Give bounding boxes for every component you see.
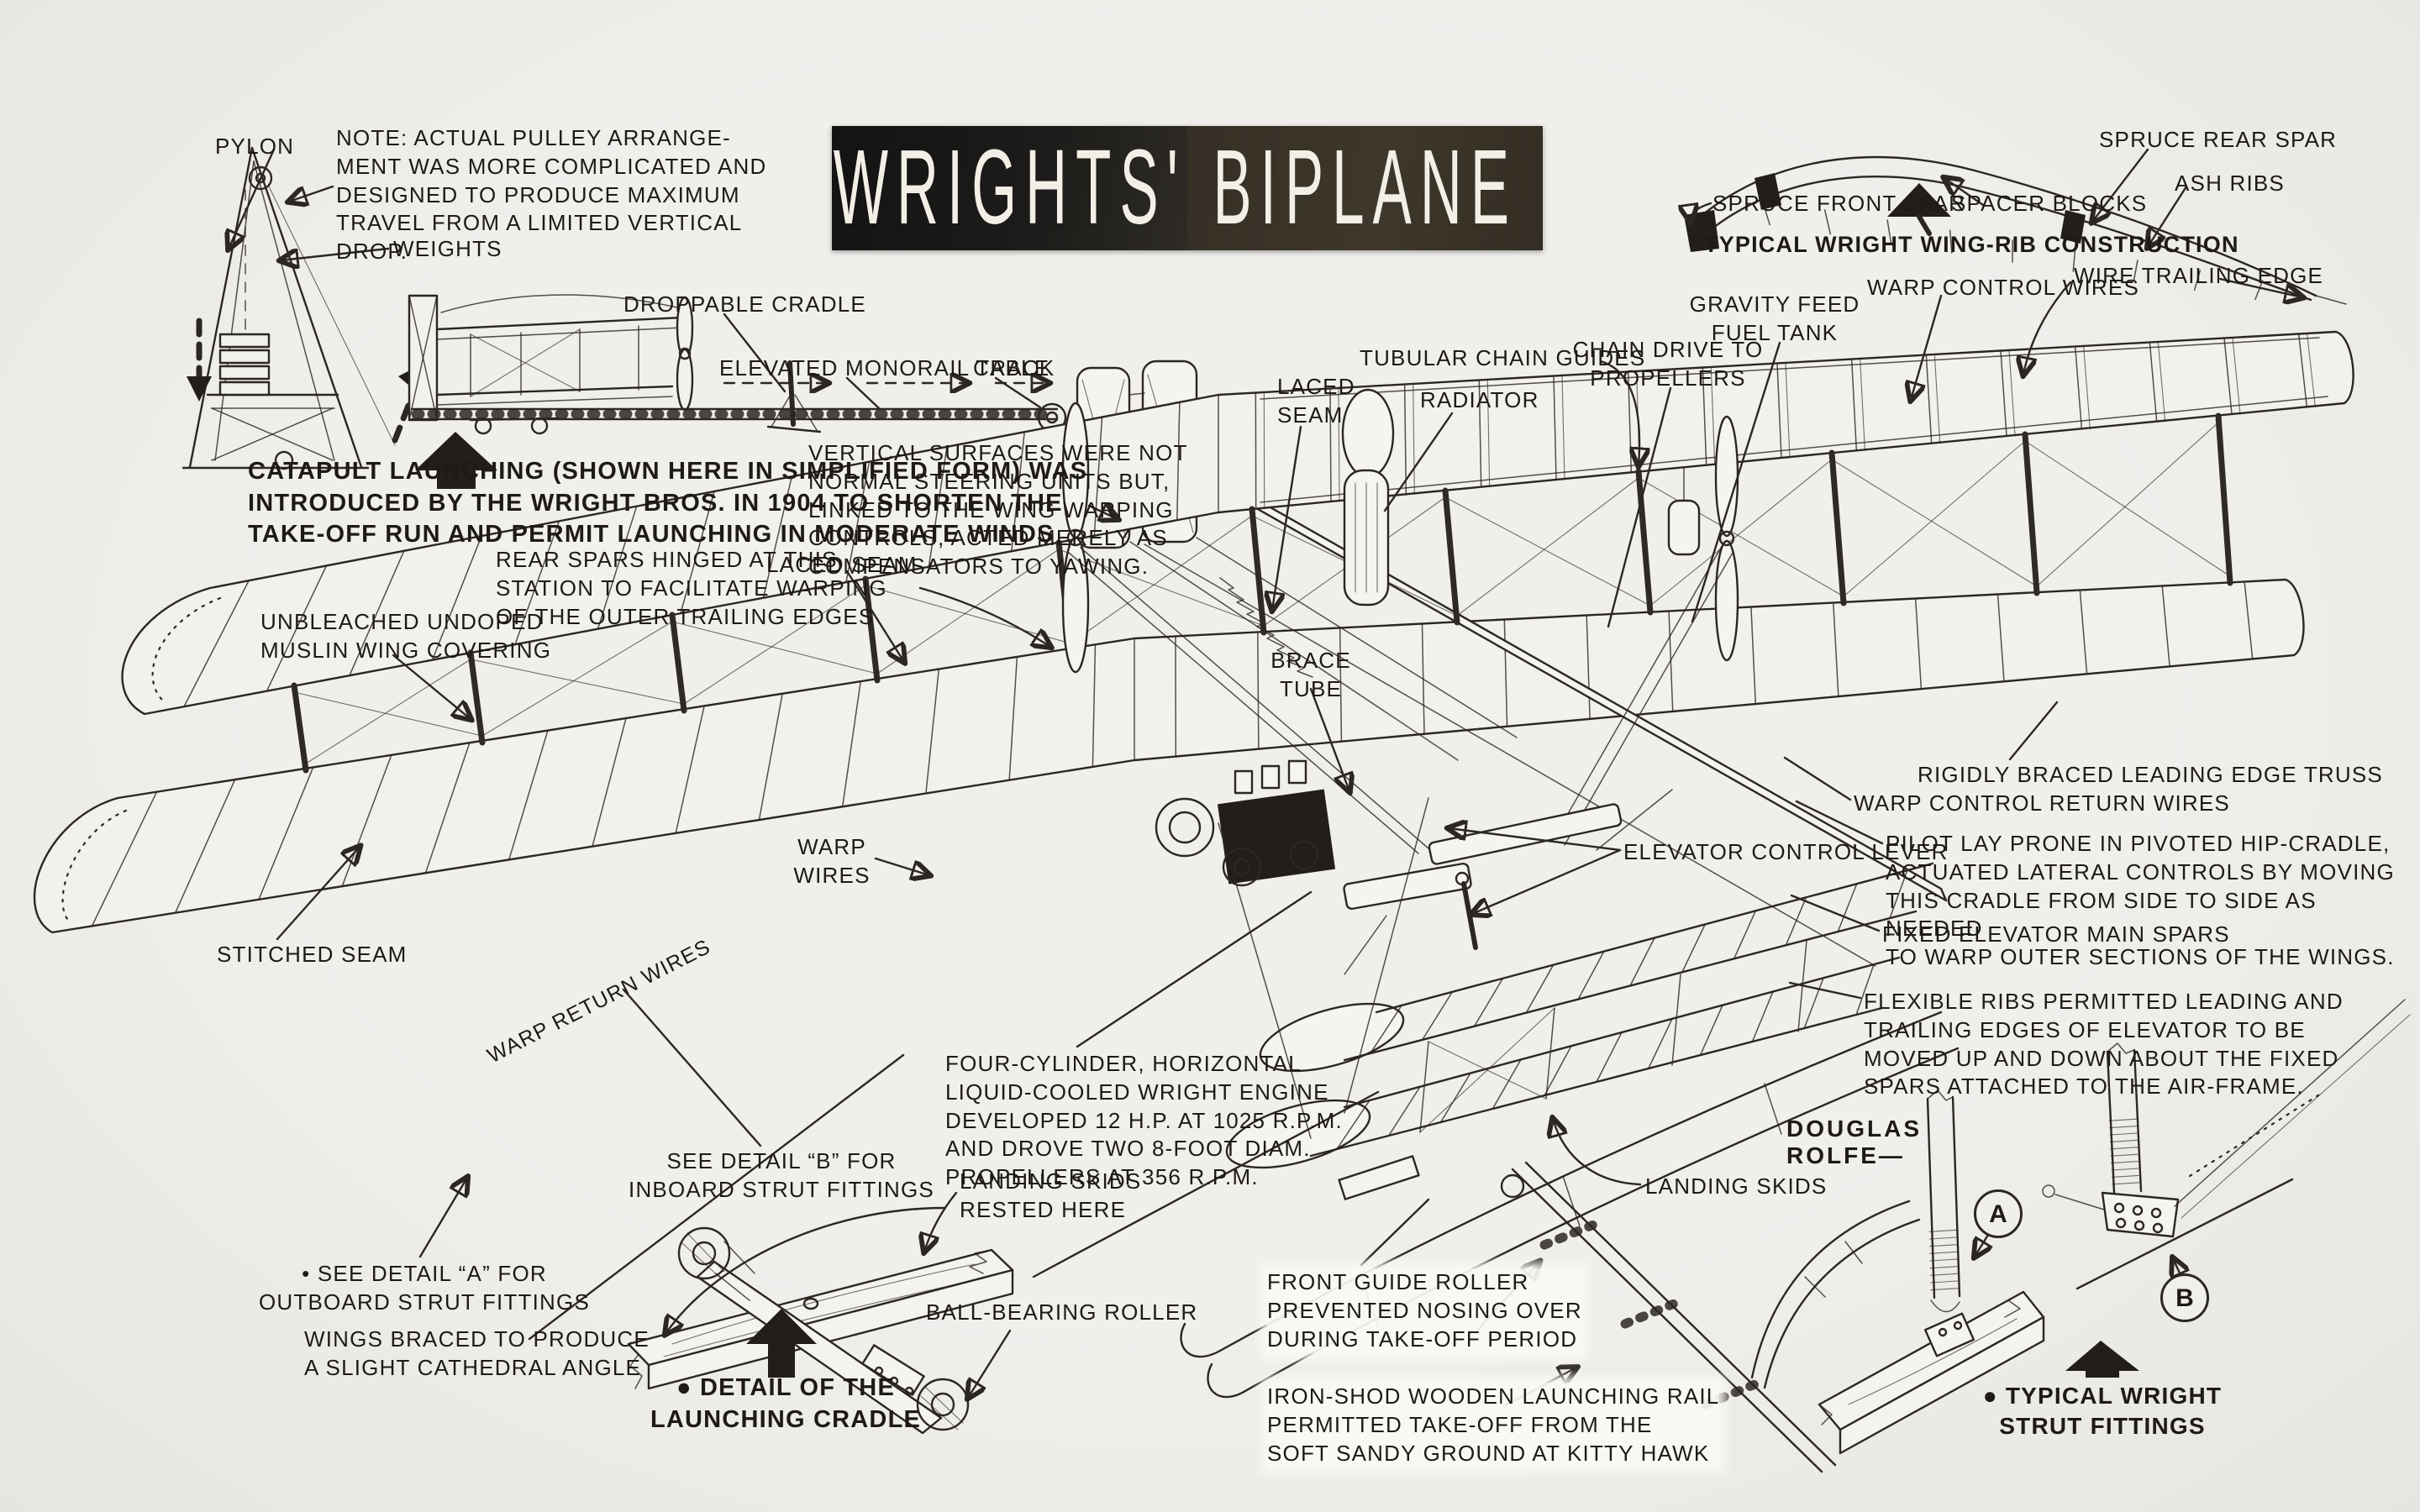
front-elevator [1218, 797, 1934, 1169]
title-panel-left: WRIGHTS' [832, 126, 1187, 250]
wing-rib-section-drawing [1684, 155, 2347, 305]
title-biplane: BIPLANE [1213, 128, 1518, 247]
title-wrights: WRIGHTS' [833, 128, 1186, 247]
title-panel-right: BIPLANE [1187, 126, 1543, 250]
fuel-tank-drawing [1667, 499, 1701, 556]
leader-lines [229, 148, 2302, 1408]
upper-wing [121, 330, 2354, 716]
launch-rail-drawing [1511, 1161, 1837, 1473]
launching-cradle-detail [627, 1226, 1014, 1435]
propellers [1061, 388, 1739, 674]
monorail-drawing [410, 383, 1067, 489]
chain-drives [1068, 547, 1733, 854]
lower-wing [33, 578, 2305, 934]
main-aircraft-drawing [33, 330, 2354, 1473]
catapult-flyer-drawing [408, 294, 822, 435]
title-banner: WRIGHTS' BIPLANE [832, 126, 1543, 250]
spacer-blocks-drawing [1761, 199, 2264, 301]
strut-fitting-details [1750, 999, 2411, 1455]
pylon-drawing [182, 146, 424, 470]
interplane-struts [291, 412, 2233, 774]
